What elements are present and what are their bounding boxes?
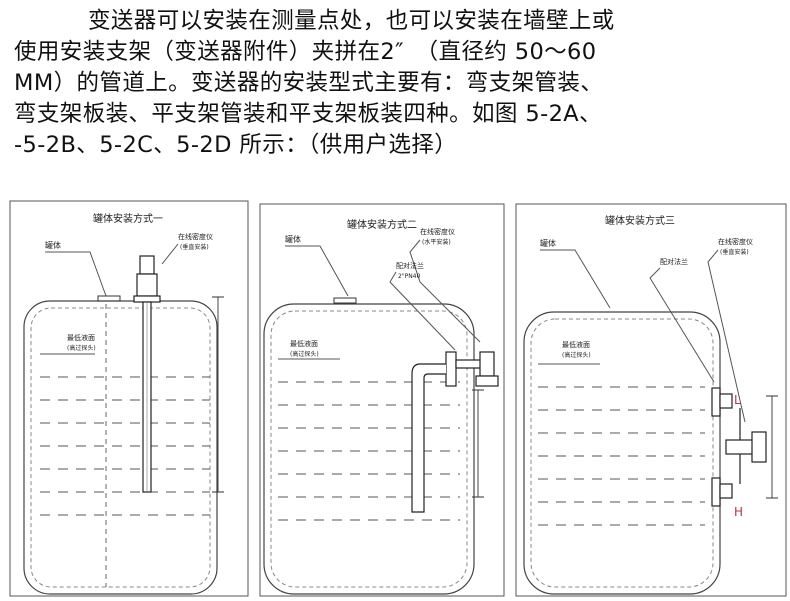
flange-label: 配对法兰	[396, 261, 424, 270]
tank-label: 罐体	[45, 240, 61, 250]
min-level-label: 最低液面	[290, 339, 318, 348]
figure-3: 罐体安装方式三 罐体 最低液面 (高过探头) 在线密度仪 (垂直安装) 配对法兰…	[515, 203, 787, 597]
flange-note: 2"PN40	[398, 273, 421, 280]
figure-2: 罐体安装方式二 罐体 最低液面 (高过探头) 在线密度仪 (水平安装) 配对法兰…	[259, 203, 505, 597]
min-level-note: (高过探头)	[67, 344, 96, 352]
min-level-label: 最低液面	[562, 340, 590, 349]
density-meter-1	[133, 255, 161, 493]
paragraph-line-1: 变送器可以安装在测量点处，也可以安装在墙壁上或	[88, 8, 615, 34]
intro-paragraph: 变送器可以安装在测量点处，也可以安装在墙壁上或 使用安装支架（变送器附件）夹拼在…	[14, 6, 784, 161]
figure-2-title: 罐体安装方式二	[347, 218, 417, 231]
liquid-levels	[278, 381, 460, 521]
figure-1: 罐体安装方式一 罐体 最低液面 (高过探头) 在线密度仪 (垂直安装)	[9, 200, 249, 597]
flange-label: 配对法兰	[660, 257, 688, 266]
tank-label: 罐体	[285, 234, 301, 244]
min-level-label: 最低液面	[67, 333, 95, 342]
tank-label: 罐体	[540, 238, 556, 248]
level-label-L: L	[734, 393, 741, 407]
installation-figures: 罐体安装方式一 罐体 最低液面 (高过探头) 在线密度仪 (垂直安装)	[0, 192, 790, 597]
density-meter-3	[711, 387, 767, 507]
liquid-levels	[538, 386, 705, 526]
instrument-note: (水平安装)	[422, 238, 451, 246]
instrument-note: (垂直安装)	[180, 243, 209, 251]
tank-body	[263, 303, 475, 595]
density-meter-2	[411, 351, 499, 513]
min-level-note: (高过探头)	[290, 350, 319, 358]
tank-body	[523, 311, 721, 595]
level-label-H: H	[734, 505, 743, 519]
instrument-label: 在线密度仪	[178, 232, 213, 241]
instrument-note: (垂直安装)	[720, 248, 749, 256]
instrument-label: 在线密度仪	[718, 237, 753, 246]
min-level-note: (高过探头)	[562, 351, 591, 359]
paragraph-line-2: 使用安装支架（变送器附件）夹拼在2″ （直径约 50～60	[14, 39, 597, 65]
paragraph-line-4: 弯支架板装、平支架管装和平支架板装四种。如图 5-2A、	[14, 101, 602, 127]
tank-body	[23, 300, 218, 595]
paragraph-line-5: -5-2B、5-2C、5-2D 所示：（供用户选择）	[14, 132, 458, 158]
figure-1-title: 罐体安装方式一	[93, 212, 163, 225]
liquid-levels	[40, 376, 210, 516]
figure-3-title: 罐体安装方式三	[605, 214, 675, 227]
instrument-label: 在线密度仪	[420, 227, 455, 236]
paragraph-line-3: MM）的管道上。变送器的安装型式主要有：弯支架管装、	[14, 70, 604, 96]
